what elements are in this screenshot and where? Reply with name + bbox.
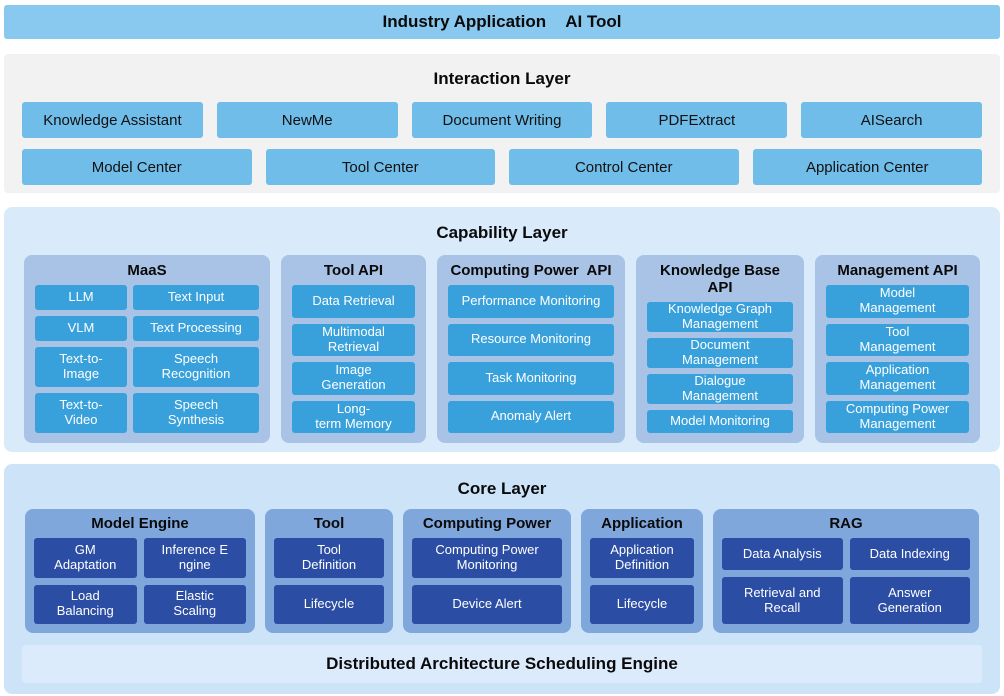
- capability-cell: Data Retrieval: [292, 285, 415, 318]
- capability-cell: Tool Management: [826, 323, 969, 356]
- core-cell: Data Analysis: [722, 538, 843, 571]
- capability-column-knowledge-base-api: Knowledge Base API Knowledge Graph Manag…: [636, 255, 804, 443]
- capability-layer-section: Capability Layer MaaS LLM Text Input VLM…: [4, 207, 1000, 452]
- core-column-application: Application Application Definition Lifec…: [581, 509, 703, 633]
- core-cell: Retrieval and Recall: [722, 577, 843, 624]
- core-cell: Lifecycle: [274, 584, 384, 624]
- core-cell: Data Indexing: [849, 538, 970, 571]
- core-columns: Model Engine GM Adaptation Inference E n…: [4, 509, 1000, 633]
- core-column-rag: RAG Data Analysis Data Indexing Retrieva…: [713, 509, 979, 633]
- column-title: Tool API: [323, 262, 384, 279]
- cell-stack: Computing Power Monitoring Device Alert: [412, 538, 562, 624]
- top-banner: Industry Application AI Tool: [4, 5, 1000, 39]
- cell-stack: Knowledge Graph Management Document Mana…: [647, 301, 793, 433]
- core-cell: Inference E ngine: [143, 538, 246, 578]
- capability-cell: Anomaly Alert: [448, 400, 614, 433]
- cell-stack: Tool Definition Lifecycle: [274, 538, 384, 624]
- capability-cell: Model Monitoring: [647, 409, 793, 433]
- column-title: Management API: [837, 262, 958, 279]
- cell-stack: Performance Monitoring Resource Monitori…: [448, 285, 614, 433]
- column-title: Computing Power API: [450, 262, 612, 279]
- column-title: Tool: [313, 515, 345, 532]
- capability-cell: Dialogue Management: [647, 373, 793, 404]
- box-tool-center: Tool Center: [265, 149, 495, 185]
- capability-column-tool-api: Tool API Data Retrieval Multimodal Retri…: [281, 255, 426, 443]
- core-layer-title: Core Layer: [457, 479, 547, 498]
- capability-cell: Resource Monitoring: [448, 323, 614, 356]
- cell-grid: GM Adaptation Inference E ngine Load Bal…: [34, 538, 246, 624]
- core-cell: Load Balancing: [34, 584, 137, 624]
- box-document-writing: Document Writing: [411, 102, 593, 138]
- capability-columns: MaaS LLM Text Input VLM Text Processing …: [4, 255, 1000, 443]
- capability-cell: Performance Monitoring: [448, 285, 614, 318]
- capability-cell: Text-to- Video: [35, 393, 127, 433]
- cell-stack: Model Management Tool Management Applica…: [826, 285, 969, 433]
- box-newme: NewMe: [216, 102, 398, 138]
- interaction-row-1: Knowledge Assistant NewMe Document Writi…: [4, 102, 1000, 138]
- capability-cell: Document Management: [647, 337, 793, 368]
- column-title: Application: [601, 515, 683, 532]
- core-layer-section: Core Layer Model Engine GM Adaptation In…: [4, 464, 1000, 694]
- core-cell: Lifecycle: [590, 584, 694, 624]
- core-column-model-engine: Model Engine GM Adaptation Inference E n…: [25, 509, 255, 633]
- capability-cell: Multimodal Retrieval: [292, 323, 415, 356]
- capability-column-maas: MaaS LLM Text Input VLM Text Processing …: [24, 255, 270, 443]
- capability-cell: Task Monitoring: [448, 362, 614, 395]
- capability-column-management-api: Management API Model Management Tool Man…: [815, 255, 980, 443]
- capability-layer-title: Capability Layer: [436, 223, 568, 242]
- core-column-computing-power: Computing Power Computing Power Monitori…: [403, 509, 571, 633]
- column-title: Knowledge Base API: [659, 262, 784, 296]
- capability-cell: Knowledge Graph Management: [647, 301, 793, 332]
- box-application-center: Application Center: [752, 149, 982, 185]
- box-control-center: Control Center: [509, 149, 739, 185]
- capability-cell: Text-to- Image: [35, 347, 127, 388]
- maas-cell-grid: LLM Text Input VLM Text Processing Text-…: [35, 285, 259, 433]
- cell-grid: Data Analysis Data Indexing Retrieval an…: [722, 538, 970, 624]
- cell-stack: Data Retrieval Multimodal Retrieval Imag…: [292, 285, 415, 433]
- box-pdfextract: PDFExtract: [606, 102, 788, 138]
- capability-cell: Text Input: [133, 285, 259, 311]
- interaction-layer-title: Interaction Layer: [433, 69, 571, 88]
- interaction-row-2: Model Center Tool Center Control Center …: [4, 149, 1000, 185]
- capability-cell: Long- term Memory: [292, 400, 415, 433]
- box-model-center: Model Center: [22, 149, 252, 185]
- capability-cell: Text Processing: [133, 316, 259, 342]
- capability-cell: Speech Recognition: [133, 347, 259, 388]
- capability-cell: VLM: [35, 316, 127, 342]
- core-cell: Application Definition: [590, 538, 694, 578]
- cell-stack: Application Definition Lifecycle: [590, 538, 694, 624]
- industry-application-label: Industry Application: [382, 12, 547, 31]
- capability-cell: LLM: [35, 285, 127, 311]
- core-column-tool: Tool Tool Definition Lifecycle: [265, 509, 393, 633]
- core-cell: Tool Definition: [274, 538, 384, 578]
- capability-cell: Application Management: [826, 362, 969, 395]
- scheduling-engine-bar: Distributed Architecture Scheduling Engi…: [22, 645, 982, 683]
- core-cell: GM Adaptation: [34, 538, 137, 578]
- column-title: MaaS: [127, 262, 167, 279]
- box-knowledge-assistant: Knowledge Assistant: [22, 102, 203, 138]
- capability-cell: Computing Power Management: [826, 400, 969, 433]
- core-cell: Device Alert: [412, 584, 562, 624]
- column-title: RAG: [829, 515, 863, 532]
- ai-tool-label: AI Tool: [565, 12, 622, 31]
- capability-cell: Image Generation: [292, 362, 415, 395]
- capability-column-computing-power-api: Computing Power API Performance Monitori…: [437, 255, 625, 443]
- core-cell: Elastic Scaling: [143, 584, 246, 624]
- core-cell: Computing Power Monitoring: [412, 538, 562, 578]
- column-title: Model Engine: [91, 515, 189, 532]
- capability-cell: Speech Synthesis: [133, 393, 259, 433]
- interaction-layer-section: Interaction Layer Knowledge Assistant Ne…: [4, 54, 1000, 193]
- box-aisearch: AISearch: [801, 102, 982, 138]
- capability-cell: Model Management: [826, 285, 969, 318]
- column-title: Computing Power: [422, 515, 552, 532]
- core-cell: Answer Generation: [849, 577, 970, 624]
